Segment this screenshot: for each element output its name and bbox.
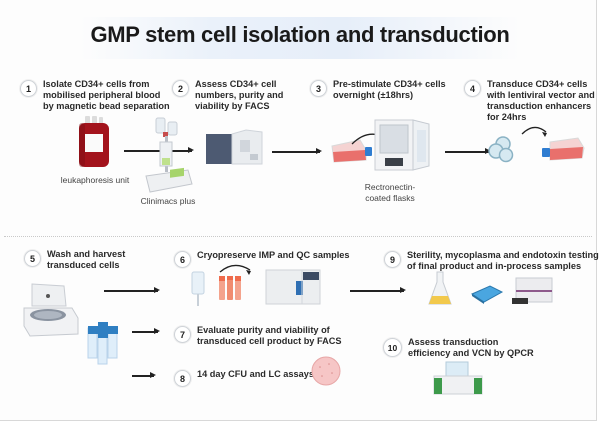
flow-cytometer-icon <box>206 129 263 165</box>
step-text: Wash and harvest transduced cells <box>47 249 126 270</box>
step-text: Pre-stimulate CD34+ cells overnight (±18… <box>333 79 446 100</box>
step-number: 1 <box>20 80 37 97</box>
caption-clinimacs: Clinimacs plus <box>140 196 196 206</box>
culture-flask-icon <box>542 137 585 161</box>
step-6: 6 Cryopreserve IMP and QC samples <box>174 250 350 268</box>
step-number: 7 <box>174 326 191 343</box>
step-text: Isolate CD34+ cells from mobilised perip… <box>43 79 170 111</box>
arrow <box>350 287 406 293</box>
step-3: 3 Pre-stimulate CD34+ cells overnight (±… <box>310 79 446 101</box>
step-4: 4 Transduce CD34+ cells with lentiviral … <box>464 79 595 123</box>
cell-cluster-icon <box>488 136 514 163</box>
freezer-icon <box>265 269 321 305</box>
title-band <box>80 17 520 59</box>
cryovials-icon <box>219 276 241 300</box>
transfer-curve-arrow <box>521 126 547 137</box>
step-number: 3 <box>310 80 327 97</box>
arrow <box>272 148 322 154</box>
step-10: 10 Assess transduction efficiency and VC… <box>383 337 534 359</box>
arrow <box>132 372 156 378</box>
step-number: 6 <box>174 251 191 268</box>
step-text: Assess CD34+ cell numbers, purity and vi… <box>195 79 284 111</box>
arrow <box>132 328 160 334</box>
arrow <box>445 148 491 154</box>
step-1: 1 Isolate CD34+ cells from mobilised per… <box>20 79 170 112</box>
step-number: 10 <box>383 338 402 357</box>
clinimacs-device-icon <box>145 117 193 193</box>
step-9: 9 Sterility, mycoplasma and endotoxin te… <box>384 250 599 272</box>
incubator-icon <box>374 119 430 171</box>
conical-tubes-icon <box>87 322 118 365</box>
section-divider <box>4 236 592 237</box>
step-number: 5 <box>24 250 41 267</box>
qpcr-machine-icon <box>433 361 483 395</box>
arrow <box>104 287 160 293</box>
step-text: Evaluate purity and viability of transdu… <box>197 325 342 346</box>
erlenmeyer-flask-icon <box>428 271 452 305</box>
step-text: Sterility, mycoplasma and endotoxin test… <box>407 250 599 271</box>
step-number: 9 <box>384 251 401 268</box>
step-number: 4 <box>464 80 481 97</box>
step-5: 5 Wash and harvest transduced cells <box>24 249 125 271</box>
step-number: 8 <box>174 370 191 387</box>
step-text: Transduce CD34+ cells with lentiviral ve… <box>487 79 595 122</box>
diagram-title: GMP stem cell isolation and transduction <box>90 22 510 47</box>
step-text: Cryopreserve IMP and QC samples <box>197 250 350 260</box>
arrow <box>124 147 194 153</box>
caption-leukapheresis: leukaphoresis unit <box>60 175 130 185</box>
step-2: 2 Assess CD34+ cell numbers, purity and … <box>172 79 283 112</box>
culture-flask-icon <box>331 139 372 163</box>
blood-bag-icon <box>79 116 109 167</box>
transfer-curve-arrow <box>219 264 251 275</box>
step-text: 14 day CFU and LC assays <box>197 369 314 379</box>
step-8: 8 14 day CFU and LC assays <box>174 369 314 387</box>
caption-flasks: Rectronectin- coated flasks <box>364 182 416 203</box>
step-number: 2 <box>172 80 189 97</box>
step-text: Assess transduction efficiency and VCN b… <box>408 337 534 358</box>
step-7: 7 Evaluate purity and viability of trans… <box>174 325 341 347</box>
plate-reader-icon <box>512 277 553 304</box>
cryobag-icon <box>191 271 205 306</box>
microplate-icon <box>470 285 504 304</box>
petri-dish-icon <box>311 356 341 386</box>
centrifuge-icon <box>23 283 79 337</box>
